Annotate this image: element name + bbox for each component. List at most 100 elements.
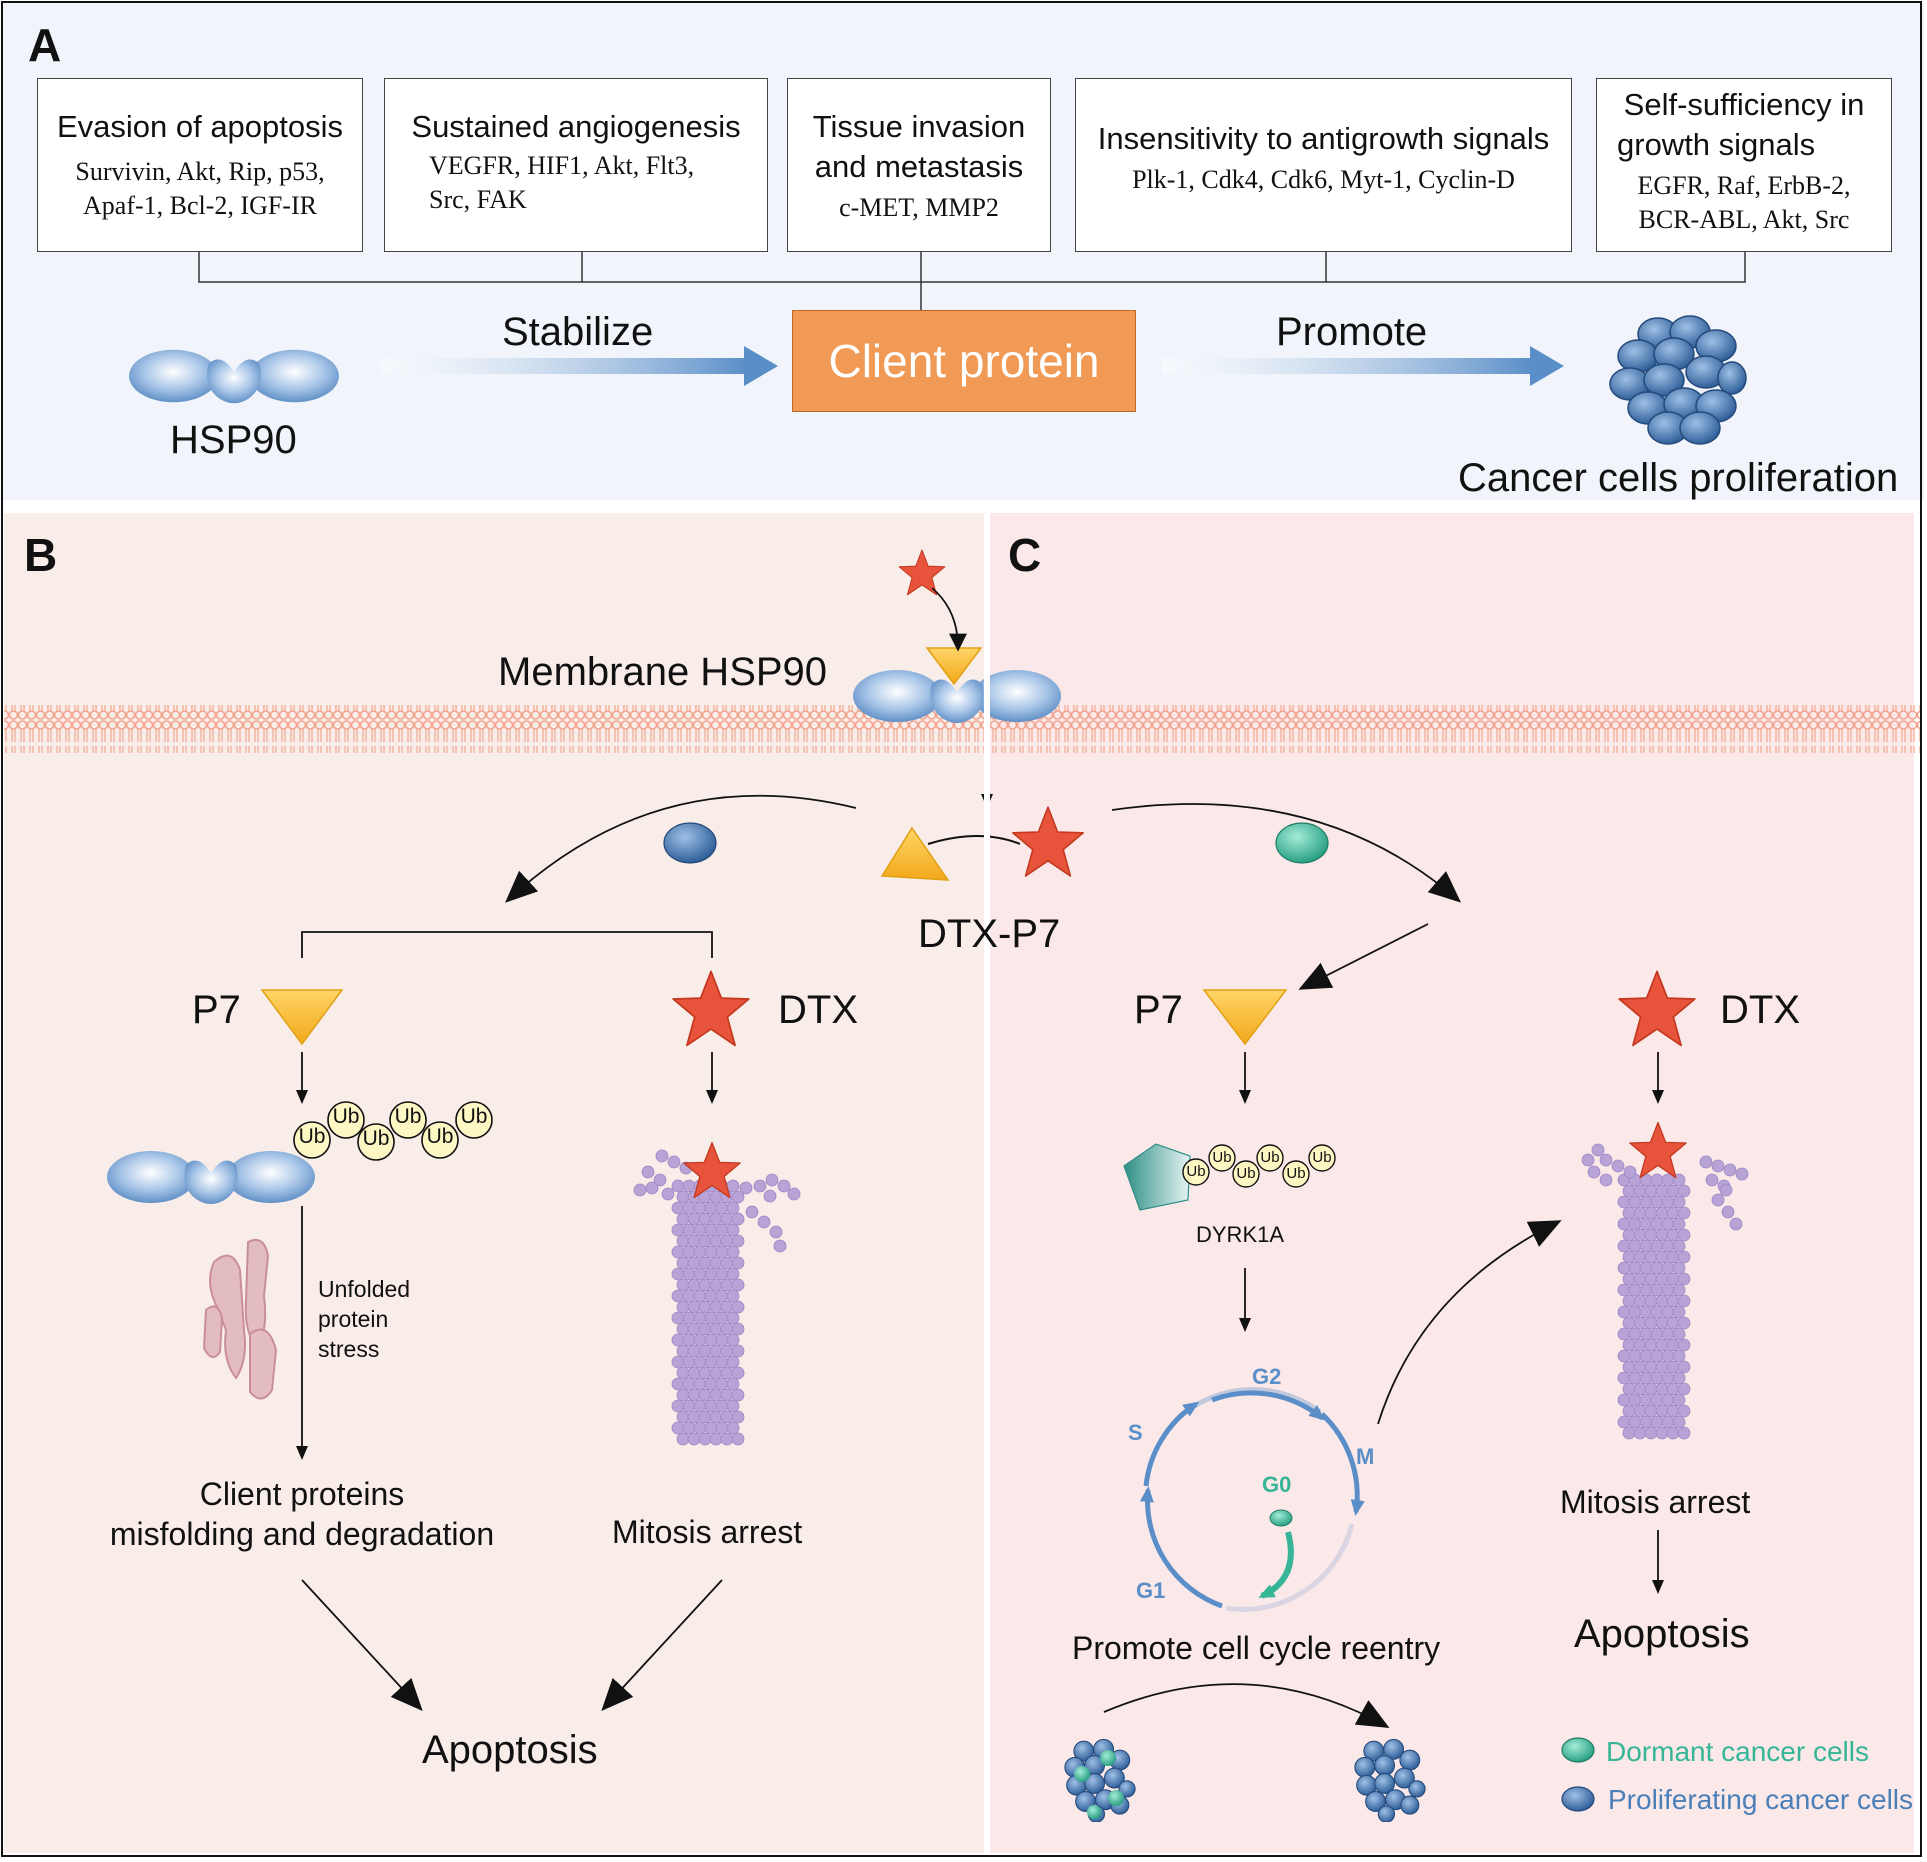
tubulin-dot [682, 1377, 696, 1391]
tubulin-dot [671, 1399, 685, 1413]
arrow-to-apoptosis-right [601, 1579, 723, 1711]
tubulin-dot [687, 1300, 701, 1314]
dtx-label-c: DTX [1720, 988, 1800, 1032]
tubulin-dot [1723, 1163, 1737, 1177]
tubulin-dot [687, 1234, 701, 1248]
tubulin-dot [1672, 1371, 1686, 1385]
tubulin-dot [1591, 1143, 1605, 1157]
ubiquitinated-hsp90 [107, 1151, 315, 1204]
tubulin-dot [715, 1311, 729, 1325]
p7-triangle-c [1202, 989, 1288, 1046]
tubulin-dot [704, 1377, 718, 1391]
tubulin-dot [709, 1234, 723, 1248]
tubulin-dot [720, 1432, 734, 1446]
tubulin-dot [667, 1155, 681, 1169]
tubulin-dot [1705, 1173, 1719, 1187]
tubulin-dot [1633, 1228, 1647, 1242]
tubulin-dot [1639, 1239, 1653, 1253]
tubulin-dot [682, 1245, 696, 1259]
tubulin-dot [1677, 1338, 1691, 1352]
tubulin-dot [1623, 1165, 1637, 1179]
tubulin-dot [1655, 1294, 1669, 1308]
tubulin-dot [1650, 1349, 1664, 1363]
tubulin-dot [1644, 1426, 1658, 1440]
mitosis-arrest-label-b: Mitosis arrest [612, 1514, 803, 1550]
legend-dormant-swatch [1561, 1737, 1595, 1763]
tubulin-dot [671, 1223, 685, 1237]
tubulin-dot [1672, 1327, 1686, 1341]
tubulin-dot [1666, 1250, 1680, 1264]
tubulin-dot [693, 1377, 707, 1391]
tubulin-dot [1672, 1261, 1686, 1275]
tubulin-dot [704, 1201, 718, 1215]
tubulin-dot [787, 1187, 801, 1201]
tubulin-dot [1639, 1349, 1653, 1363]
tubulin-dot [1633, 1404, 1647, 1418]
tubulin-dot [693, 1421, 707, 1435]
tubulin-dot [1655, 1404, 1669, 1418]
membrane-hsp90-label: Membrane HSP90 [498, 650, 828, 694]
tubulin-dot [715, 1399, 729, 1413]
tubulin-dot [709, 1410, 723, 1424]
tubulin-dot [1655, 1250, 1669, 1264]
tubulin-dot [1639, 1327, 1653, 1341]
tubulin-dot [1650, 1195, 1664, 1209]
tubulin-dot [1622, 1272, 1636, 1286]
tubulin-dot [1622, 1338, 1636, 1352]
tubulin-dot [704, 1421, 718, 1435]
tubulin-dot [1622, 1360, 1636, 1374]
phase-m: M [1356, 1444, 1375, 1469]
tubulin-dot [1677, 1426, 1691, 1440]
tubulin-dot [1617, 1415, 1631, 1429]
tubulin-dot [1677, 1404, 1691, 1418]
tubulin-dot [731, 1388, 745, 1402]
hallmark-box-antigrowth: Insensitivity to antigrowth signals Plk-… [1075, 78, 1572, 252]
tubulin-dot [1622, 1250, 1636, 1264]
tubulin-dot [1666, 1404, 1680, 1418]
tubulin-dot [1633, 1360, 1647, 1374]
tubulin-dot [726, 1355, 740, 1369]
tubulin-dot [1672, 1349, 1686, 1363]
tubulin-dot [671, 1289, 685, 1303]
tubulin-dot [1639, 1283, 1653, 1297]
tubulin-dot [1633, 1206, 1647, 1220]
tubulin-dot [726, 1311, 740, 1325]
proliferating-cell-marker [663, 822, 717, 864]
hallmark-protein-line: VEGFR, HIF1, Akt, Flt3, [429, 151, 695, 180]
tubulin-dot [1628, 1393, 1642, 1407]
tubulin-dot [731, 1322, 745, 1336]
hallmark-title: Tissue invasion [812, 109, 1026, 144]
tubulin-dot [1644, 1228, 1658, 1242]
tubulin-dot [1661, 1261, 1675, 1275]
tubulin-dot [682, 1289, 696, 1303]
tubulin-dot [693, 1245, 707, 1259]
tubulin-dot [720, 1388, 734, 1402]
tubulin-dot [1666, 1382, 1680, 1396]
tubulin-dot [682, 1267, 696, 1281]
tubulin-dot [1661, 1393, 1675, 1407]
tubulin-dot [704, 1245, 718, 1259]
hallmark-protein-line: EGFR, Raf, ErbB-2, [1637, 171, 1851, 200]
tubulin-dot [1617, 1349, 1631, 1363]
tubulin-dot [676, 1366, 690, 1380]
dormant-cell-marker [1275, 822, 1329, 864]
tubulin-dot [1611, 1159, 1625, 1173]
dtx-label-b: DTX [778, 988, 858, 1032]
tubulin-dot [731, 1300, 745, 1314]
branch-arrow-left [505, 794, 857, 903]
hallmark-protein-line: Plk-1, Cdk4, Cdk6, Myt-1, Cyclin-D [1132, 165, 1515, 194]
hallmark-title: Sustained angiogenesis [411, 109, 741, 144]
tubulin-dot [720, 1256, 734, 1270]
tubulin-dot [720, 1366, 734, 1380]
ub-label: Ub [298, 1125, 326, 1148]
ub-label: Ub [1212, 1149, 1232, 1166]
tubulin-dot [1650, 1261, 1664, 1275]
tubulin-dot [682, 1399, 696, 1413]
tubulin-dot [720, 1300, 734, 1314]
stress-line: stress [318, 1336, 380, 1362]
tubulin-dot [1661, 1217, 1675, 1231]
tubulin-dot [676, 1322, 690, 1336]
dtx-star-c [1618, 970, 1696, 1047]
panel-a-connectors [198, 252, 1746, 310]
tubulin-dot [1617, 1239, 1631, 1253]
